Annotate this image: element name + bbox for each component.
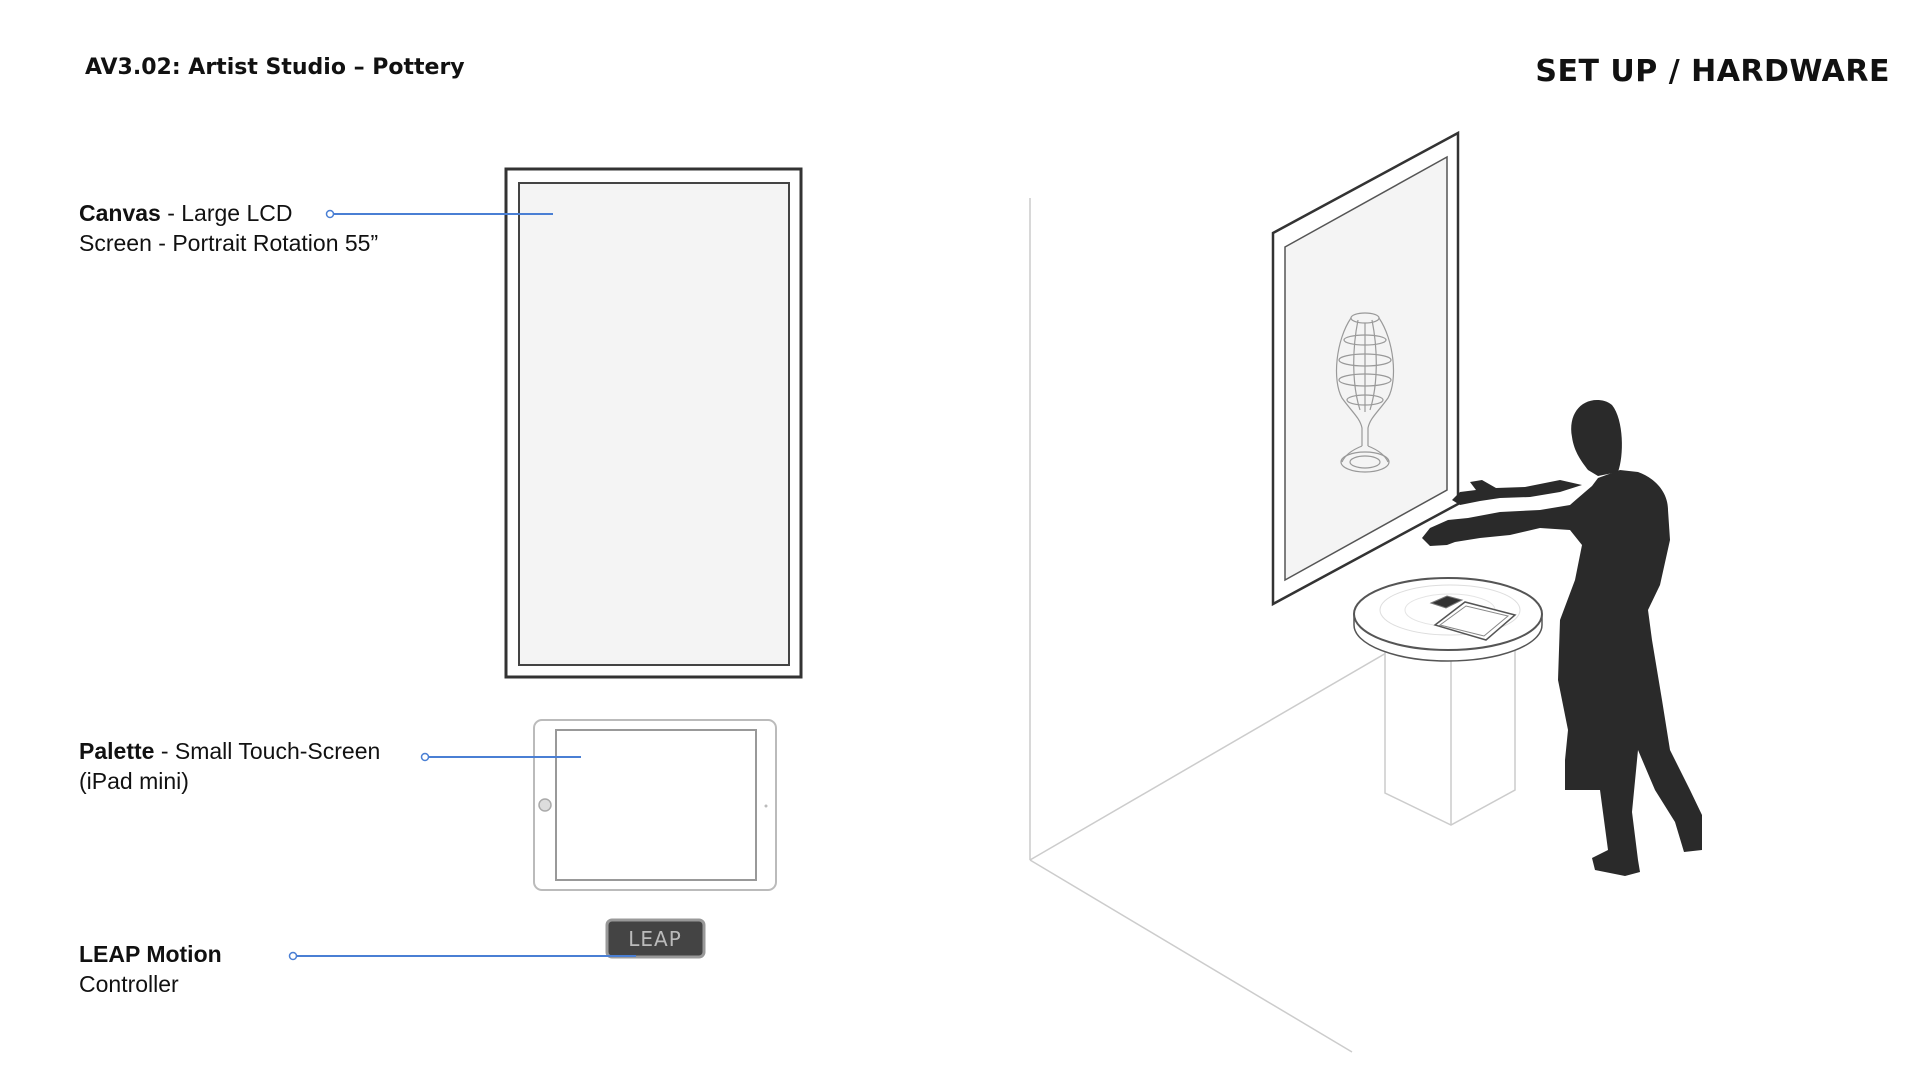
tablet-on-pedestal [1433,601,1517,641]
home-button-icon [538,798,552,812]
palette-desc-line2: (iPad mini) [79,768,189,794]
canvas-desc-line1: - Large LCD [160,200,293,226]
canvas-name: Canvas [79,200,161,226]
leap-desc-line2: Controller [79,971,179,997]
document-title: AV3.02: Artist Studio – Pottery [85,55,465,80]
canvas-desc-line2: Screen - Portrait Rotation 55” [79,230,379,256]
leap-label: LEAP Motion Controller [79,939,222,999]
person-silhouette [1422,400,1702,876]
leap-name: LEAP Motion [79,941,222,967]
leap-on-pedestal [1429,595,1464,609]
palette-name: Palette [79,738,155,764]
palette-label: Palette - Small Touch-Screen (iPad mini) [79,736,380,796]
ipad-palette [533,719,777,891]
vase-model [1335,312,1395,473]
canvas-screen [504,167,803,679]
leap-device: LEAP [605,918,706,959]
leap-device-text: LEAP [628,927,682,951]
palette-desc-line1: - Small Touch-Screen [154,738,381,764]
section-title: SET UP / HARDWARE [1535,54,1890,89]
room-outline [1029,198,1401,1053]
canvas-label: Canvas - Large LCD Screen - Portrait Rot… [79,198,378,258]
leader-lines [288,209,636,961]
pedestal [1353,577,1543,826]
